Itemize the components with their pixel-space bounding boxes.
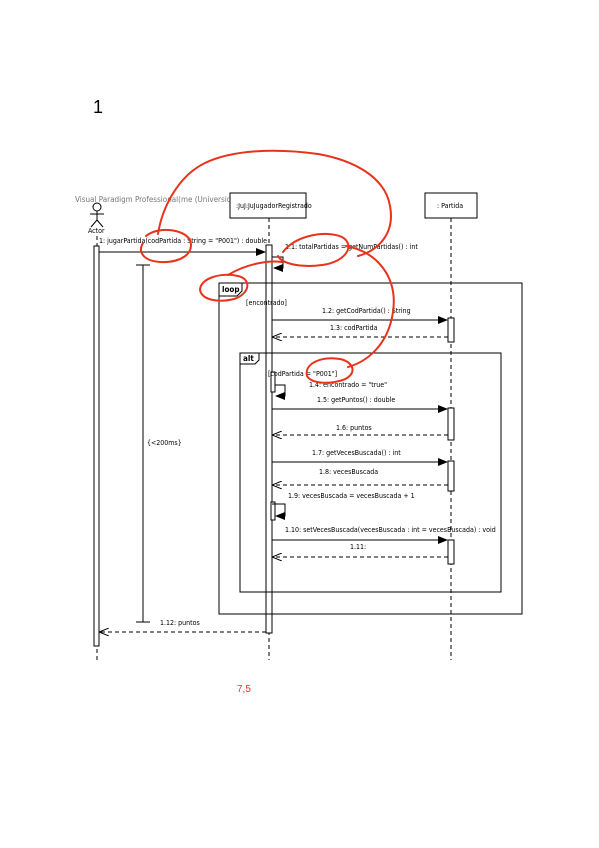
message-1-4-label: 1.4: encontrado = "true": [309, 381, 387, 389]
message-1-5-label: 1.5: getPuntos() : double: [317, 396, 395, 404]
annotation-circle-p001: [305, 357, 354, 384]
loop-fragment-label: loop: [222, 285, 240, 294]
alt-guard: [codPartida = "P001"]: [268, 370, 337, 378]
annotation-circle-codpartida: [140, 228, 192, 264]
loop-fragment: [218, 282, 523, 615]
message-1-6-label: 1.6: puntos: [336, 424, 372, 432]
partida-lifeline-head: [424, 192, 478, 219]
message-1-12-label: 1.12: puntos: [160, 619, 200, 627]
jugador-lifeline-head: [229, 192, 307, 219]
partida-activation-3: [447, 460, 455, 492]
partida-lifeline-label: : Partida: [437, 202, 463, 210]
jugador-activation-self-2: [270, 501, 276, 521]
message-1-8-label: 1.8: vecesBuscada: [319, 468, 378, 476]
loop-guard: [encontrado]: [246, 299, 287, 307]
annotation-connector-top: [157, 149, 392, 257]
actor-label: Actor: [88, 227, 105, 235]
grade-annotation: 7,5: [237, 684, 251, 695]
partida-activation-1: [447, 317, 455, 343]
jugador-activation: [265, 244, 273, 634]
message-1-9-arrow: [272, 503, 286, 520]
red-annotations: [140, 149, 395, 384]
watermark-text: Visual Paradigm Professional(me (Univers…: [75, 195, 282, 204]
message-1-11-label: 1.11:: [350, 543, 366, 551]
alt-fragment-tag: [239, 352, 260, 365]
duration-constraint-label: {<200ms}: [147, 439, 182, 447]
message-1-label: 1: jugarPartida(codPartida : String = "P…: [99, 237, 267, 245]
annotation-connector-right: [345, 245, 395, 368]
annotation-connector-loop: [227, 260, 283, 276]
actor-figure: [90, 202, 104, 228]
partida-activation-2: [447, 407, 455, 441]
message-1-10-label: 1.10: setVecesBuscada(vecesBuscada : int…: [285, 526, 496, 534]
alt-fragment: [239, 352, 502, 593]
jugador-activation-self: [270, 371, 276, 393]
message-1-2-label: 1.2: getCodPartida() : String: [322, 307, 411, 315]
page-number: 1: [93, 97, 104, 117]
annotation-circle-loop: [199, 273, 249, 302]
message-1-3-label: 1.3: codPartida: [330, 324, 378, 332]
annotation-circle-totalpartidas: [277, 233, 350, 267]
message-1-9-label: 1.9: vecesBuscada = vecesBuscada + 1: [288, 492, 415, 500]
message-1-4-arrow: [275, 384, 286, 400]
message-1-7-label: 1.7: getVecesBuscada() : int: [312, 449, 401, 457]
alt-fragment-label: alt: [243, 354, 254, 363]
loop-fragment-tag: [218, 282, 243, 297]
partida-activation-4: [447, 539, 455, 565]
jugador-lifeline-label: :JuJ:JuJugadorRegistrado: [236, 202, 312, 210]
actor-activation: [93, 245, 100, 647]
